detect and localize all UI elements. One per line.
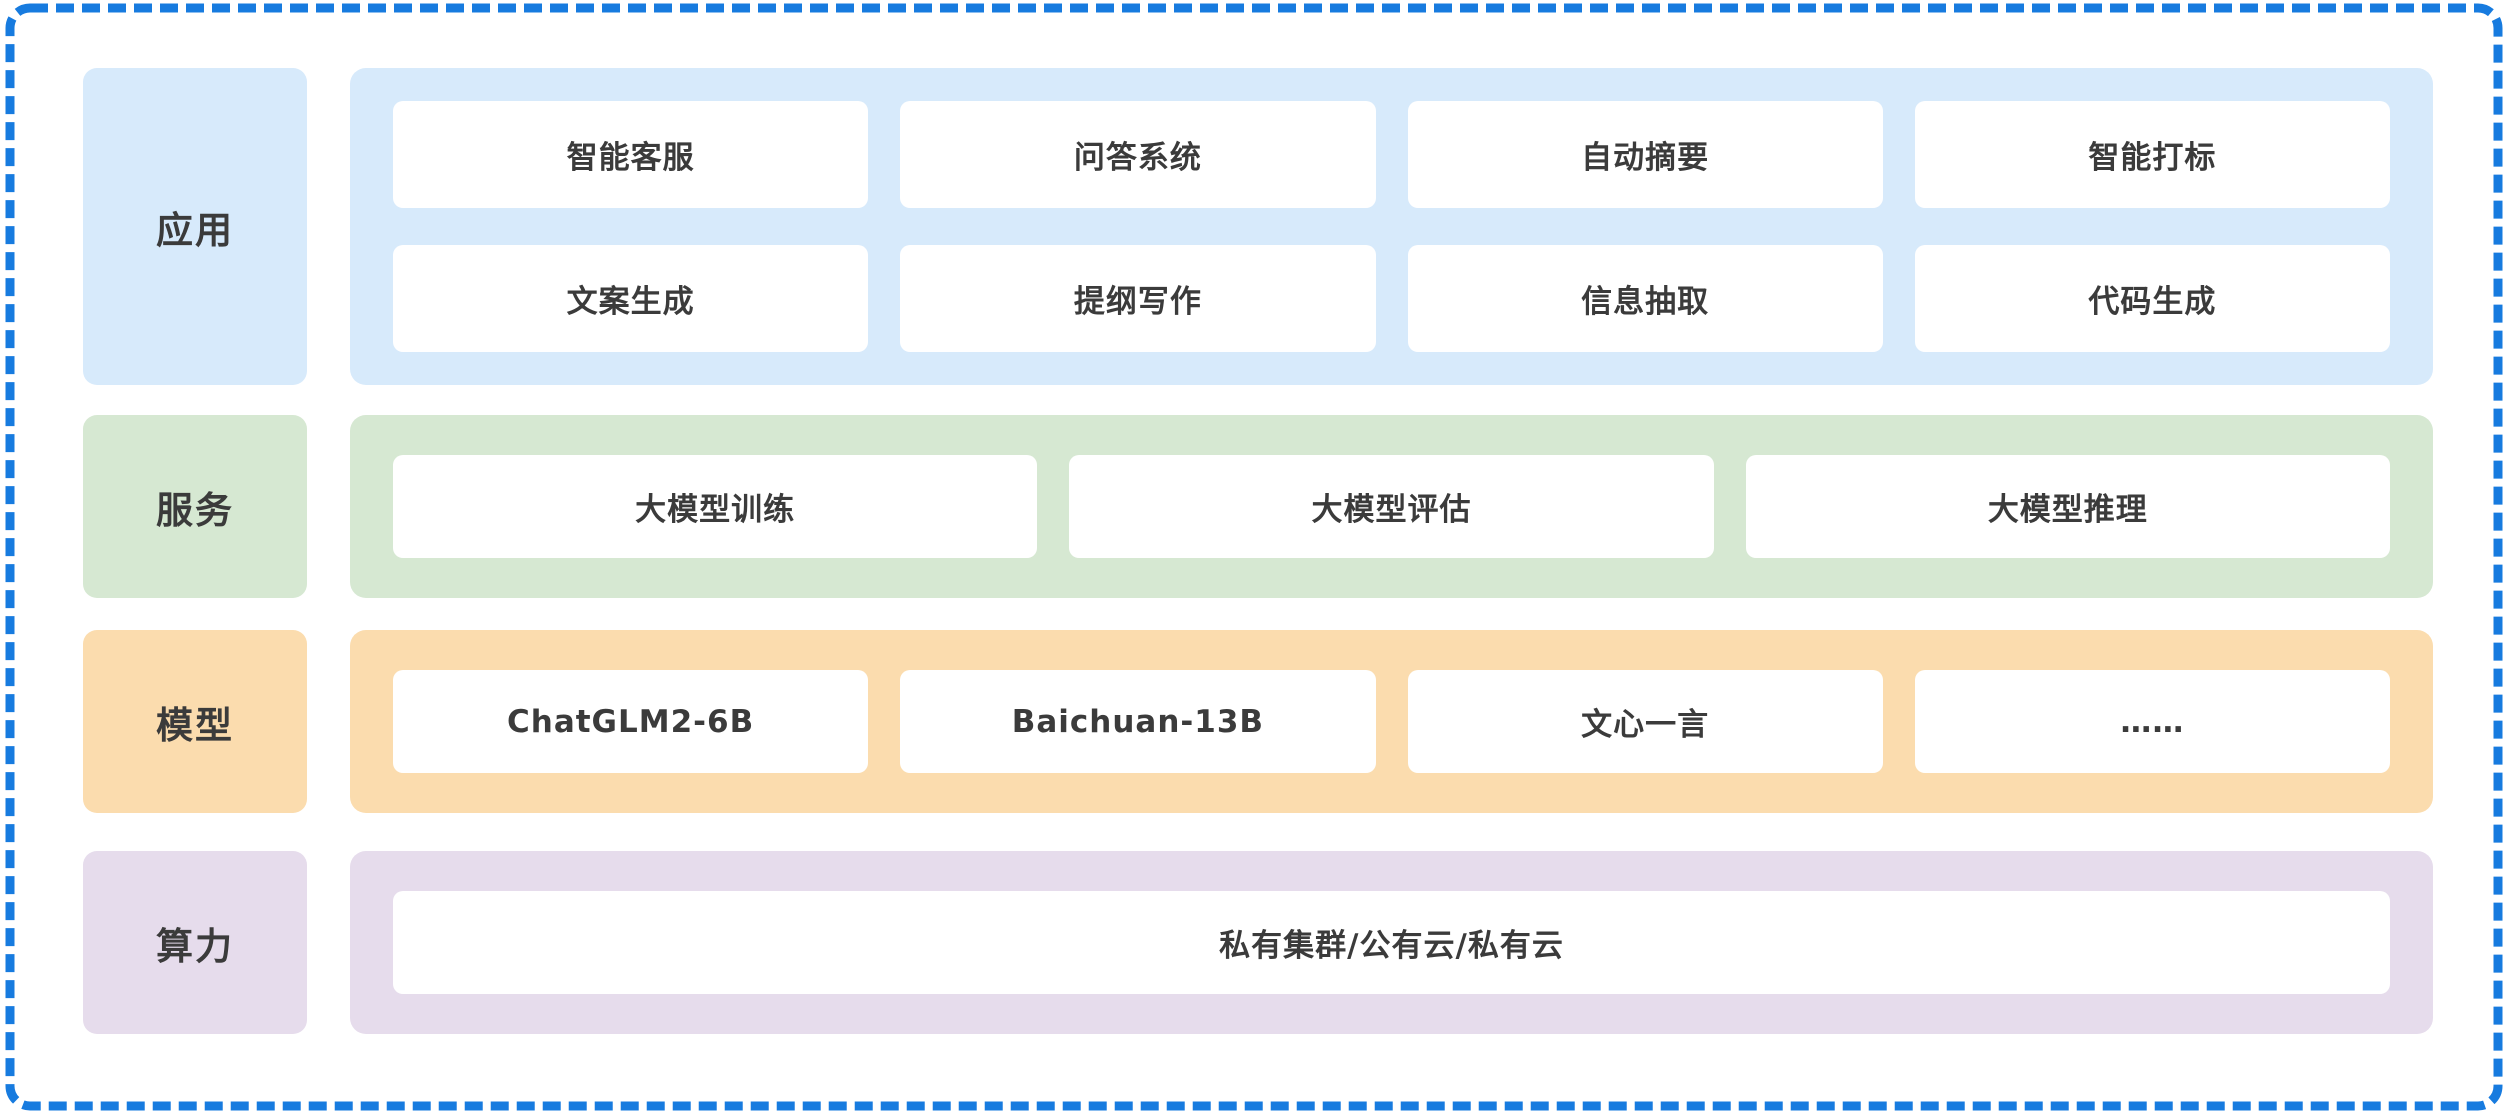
application-card-row-1: 智能客服 问答系统 自动摘要 智能打标 [393, 101, 2390, 208]
card-smart-customer-service: 智能客服 [393, 101, 869, 208]
compute-label: 算力 [83, 851, 307, 1034]
service-card-row: 大模型训练 大模型评估 大模型推理 [393, 455, 2390, 558]
card-auto-summary: 自动摘要 [1407, 101, 1883, 208]
card-more-models-ellipsis: …… [1914, 670, 2390, 773]
card-private-cluster-public-private-cloud: 私有集群/公有云/私有云 [393, 891, 2390, 994]
layer-application: 应用 智能客服 问答系统 自动摘要 智能打标 文案生成 提纲写作 信息抽取 代码… [83, 68, 2433, 385]
service-container: 大模型训练 大模型评估 大模型推理 [350, 415, 2433, 598]
model-container: ChatGLM2-6B Baichuan-13B 文心一言 …… [350, 630, 2433, 813]
card-smart-labeling: 智能打标 [1914, 101, 2390, 208]
application-label: 应用 [83, 68, 307, 385]
card-llm-evaluation: 大模型评估 [1069, 455, 1714, 558]
card-outline-writing: 提纲写作 [900, 245, 1376, 352]
compute-card-row: 私有集群/公有云/私有云 [393, 891, 2390, 994]
compute-container: 私有集群/公有云/私有云 [350, 851, 2433, 1034]
card-llm-inference: 大模型推理 [1745, 455, 2390, 558]
layer-service: 服务 大模型训练 大模型评估 大模型推理 [83, 415, 2433, 598]
card-copywriting-generation: 文案生成 [393, 245, 869, 352]
card-wenxin-yiyan: 文心一言 [1407, 670, 1883, 773]
layer-model: 模型 ChatGLM2-6B Baichuan-13B 文心一言 …… [83, 630, 2433, 813]
card-baichuan-13b: Baichuan-13B [900, 670, 1376, 773]
application-container: 智能客服 问答系统 自动摘要 智能打标 文案生成 提纲写作 信息抽取 代码生成 [350, 68, 2433, 385]
model-card-row: ChatGLM2-6B Baichuan-13B 文心一言 …… [393, 670, 2390, 773]
card-chatglm2-6b: ChatGLM2-6B [393, 670, 869, 773]
card-qa-system: 问答系统 [900, 101, 1376, 208]
card-llm-training: 大模型训练 [393, 455, 1038, 558]
service-label: 服务 [83, 415, 307, 598]
model-label: 模型 [83, 630, 307, 813]
card-info-extraction: 信息抽取 [1407, 245, 1883, 352]
card-code-generation: 代码生成 [1914, 245, 2390, 352]
layer-compute: 算力 私有集群/公有云/私有云 [83, 851, 2433, 1034]
application-card-row-2: 文案生成 提纲写作 信息抽取 代码生成 [393, 245, 2390, 352]
